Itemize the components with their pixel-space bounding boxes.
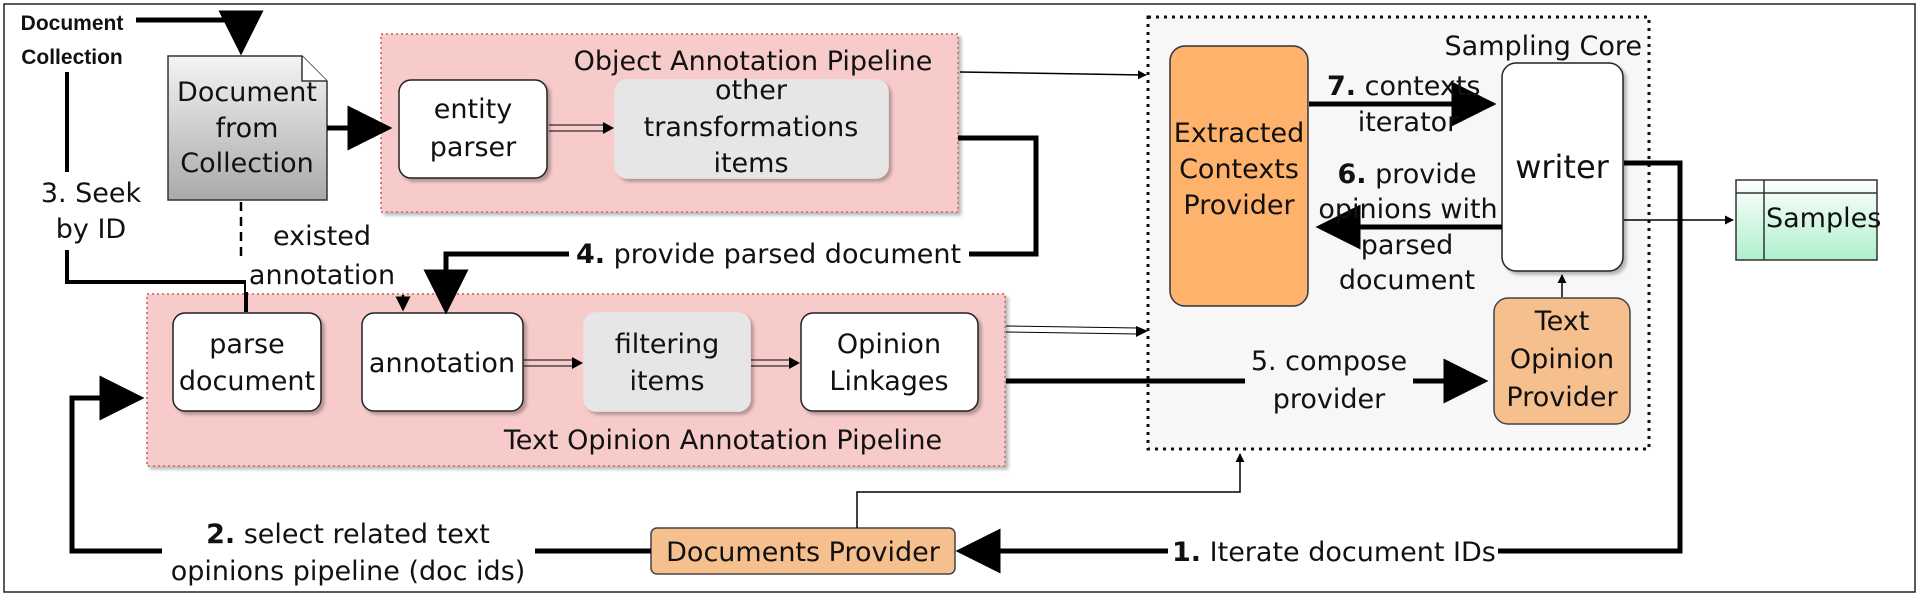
other-transformations-label: transformations [644, 112, 859, 143]
filtering-items-label: filtering [615, 329, 720, 360]
other-transformations-label: items [713, 148, 788, 179]
label-bg [11, 8, 136, 72]
step1-label: 1. Iterate document IDs [1172, 537, 1496, 568]
other-transformations-box[interactable] [614, 79, 889, 179]
step5-label: 5. compose [1251, 346, 1407, 377]
entity-parser-label: entity [434, 94, 512, 125]
document-from-collection-label: from [216, 113, 279, 144]
writer-box[interactable] [1501, 62, 1624, 272]
opinion-linkages-label: Opinion [837, 329, 941, 360]
step6-label: opinions with [1318, 194, 1497, 225]
writer-label: writer [1515, 148, 1609, 186]
document-from-collection-label: Collection [180, 148, 314, 179]
samples-label: Samples [1766, 203, 1881, 234]
step7-label: 7. contexts [1327, 71, 1480, 102]
step7-label: iterator [1358, 107, 1459, 138]
document-from-collection-box[interactable] [167, 55, 328, 201]
document-from-collection-label: Document [177, 77, 317, 108]
opinion-linkages-box[interactable] [800, 312, 979, 412]
entity-parser-box[interactable] [398, 79, 548, 179]
label-bg [162, 512, 535, 588]
document-collection-label: Collection [21, 46, 123, 69]
parse-document-label: parse [209, 329, 284, 360]
step2-label: opinions pipeline (doc ids) [171, 556, 526, 587]
document-collection-label: Document [21, 12, 124, 35]
extracted-contexts-provider-box[interactable] [1169, 45, 1309, 307]
outer-frame [3, 3, 1916, 593]
label-bg [1245, 364, 1413, 412]
label-bg [30, 172, 150, 250]
step2-label: 2. select related text [206, 519, 490, 550]
opinion-linkages-label: Linkages [829, 366, 948, 397]
folded-corner-icon [301, 56, 327, 82]
seek-by-id-label: 3. Seek [41, 178, 142, 209]
entity-parser-label: parser [430, 132, 517, 163]
parse-document-box[interactable] [172, 312, 322, 412]
label-bg [569, 232, 969, 274]
seek-by-id-label: by ID [56, 214, 126, 245]
step6-label: 6. provide [1337, 159, 1476, 190]
filtering-items-label: items [629, 366, 704, 397]
annotation-label: annotation [369, 348, 515, 379]
parse-document-label: document [179, 366, 315, 397]
label-bg [1168, 530, 1498, 572]
text-opinion-provider-label: Provider [1506, 382, 1618, 413]
documents-provider-label: Documents Provider [666, 537, 941, 568]
step6-label: parsed [1361, 230, 1454, 261]
step6-label: document [1339, 265, 1475, 296]
step4-label: 4. provide parsed document [576, 239, 961, 270]
samples-table[interactable] [1735, 179, 1878, 261]
filtering-items-box[interactable] [583, 312, 751, 412]
object-pipeline-title: Object Annotation Pipeline [574, 46, 933, 77]
text-opinion-provider-box[interactable] [1493, 297, 1631, 425]
text-opinion-provider-label: Text [1534, 306, 1590, 337]
extracted-contexts-provider-label: Extracted [1174, 118, 1304, 149]
text-pipeline-title: Text Opinion Annotation Pipeline [503, 425, 942, 456]
sampling-core-title: Sampling Core [1445, 31, 1642, 62]
other-transformations-label: other [715, 75, 788, 106]
extracted-contexts-provider-label: Contexts [1179, 154, 1299, 185]
existed-annotation-label: existed [273, 221, 371, 252]
existed-annotation-label: annotation [249, 260, 395, 291]
label-bg [246, 218, 406, 292]
extracted-contexts-provider-label: Provider [1183, 190, 1295, 221]
step5-label: provider [1273, 384, 1386, 415]
text-opinion-provider-label: Opinion [1510, 344, 1614, 375]
